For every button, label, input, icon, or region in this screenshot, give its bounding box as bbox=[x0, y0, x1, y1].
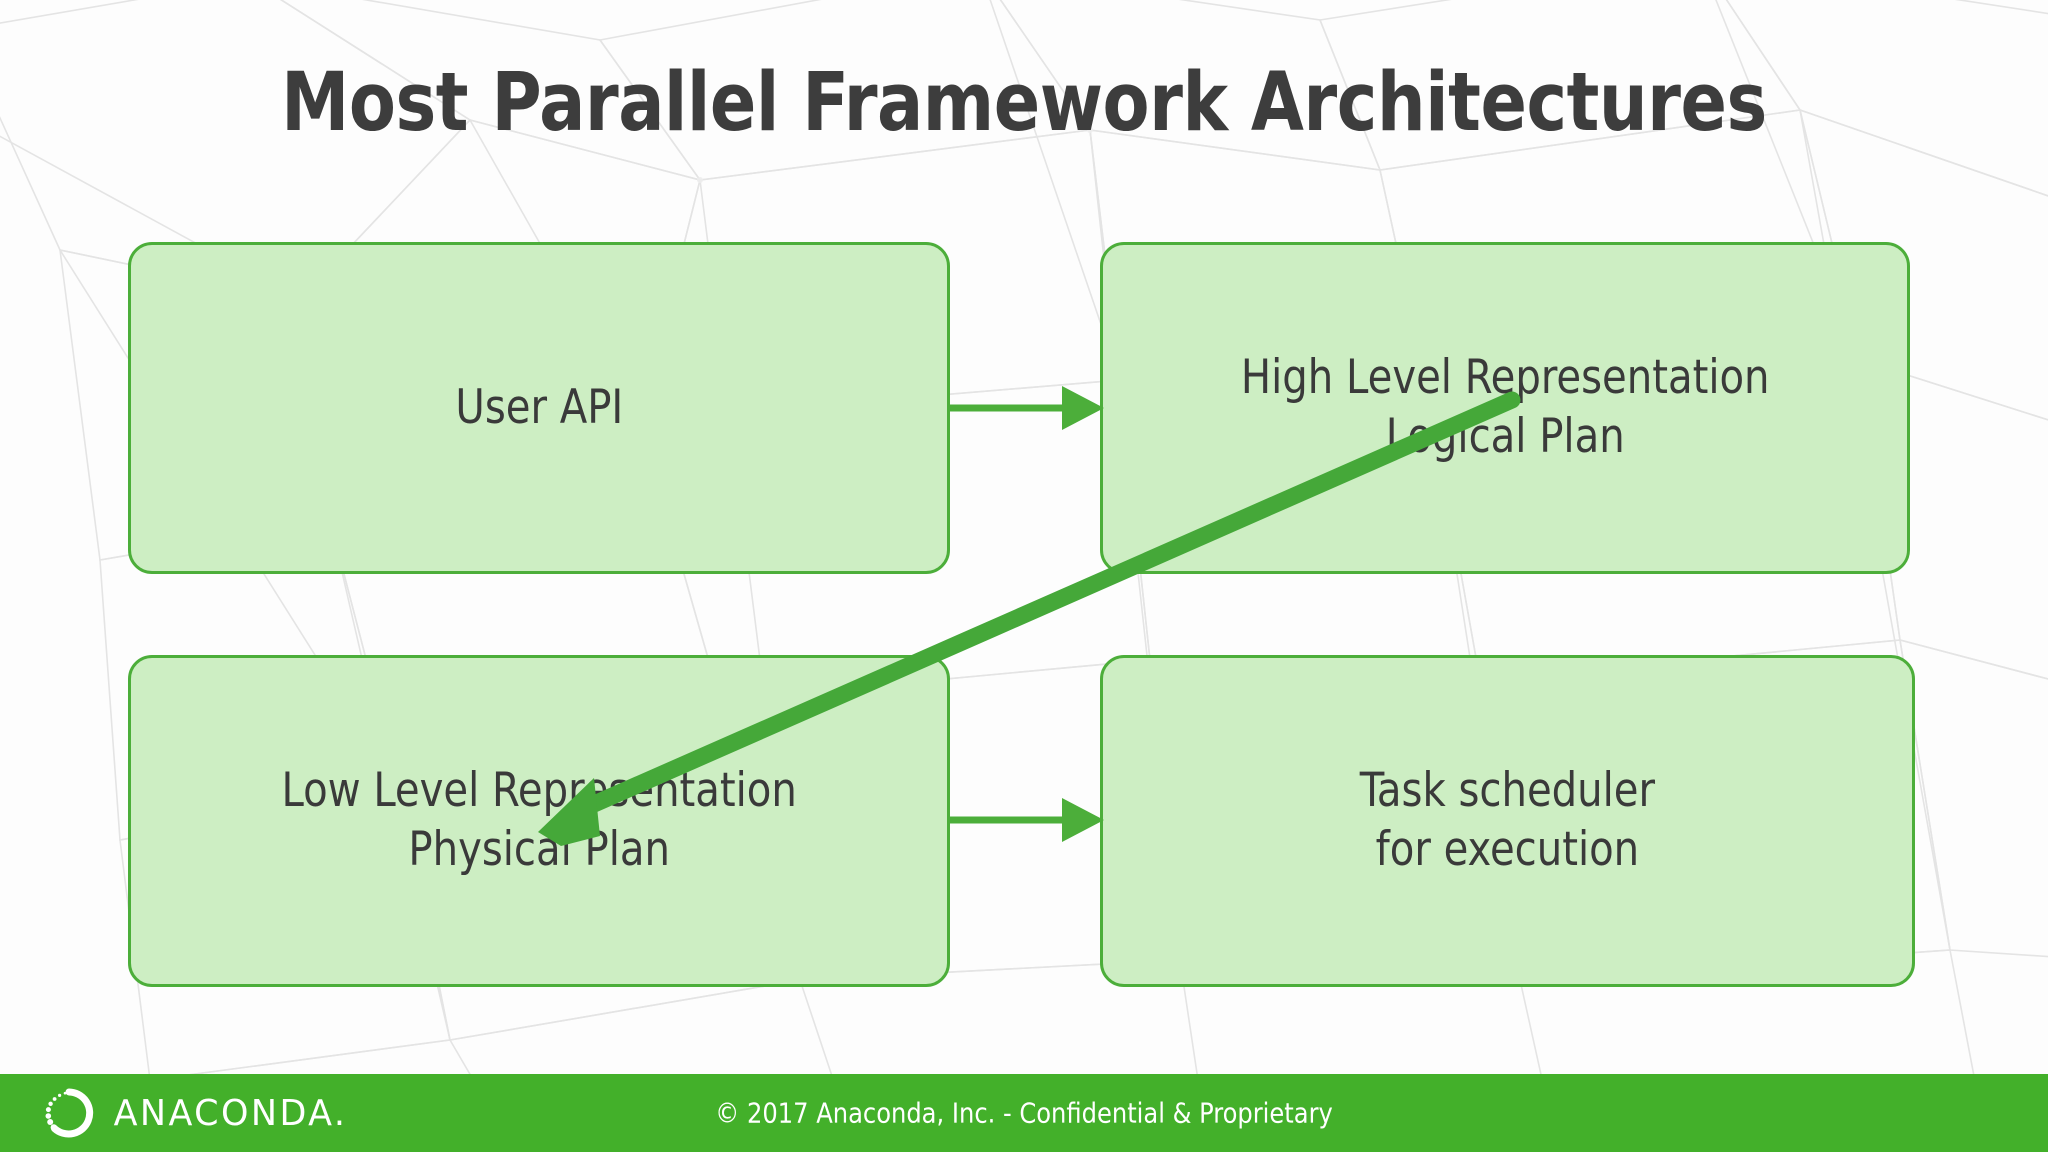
node-box-task-scheduler[interactable]: Task scheduler for execution bbox=[1100, 655, 1915, 987]
node-label-high-level-representation: High Level Representation Logical Plan bbox=[1240, 350, 1770, 464]
node-label-task-scheduler: Task scheduler for execution bbox=[1359, 763, 1656, 877]
node-box-low-level-representation[interactable]: Low Level Representation Physical Plan bbox=[128, 655, 950, 987]
node-label-user-api: User API bbox=[455, 379, 623, 435]
connector-low-level-to-task-scheduler bbox=[950, 798, 1104, 842]
footer-copyright-text: © 2017 Anaconda, Inc. - Confidential & P… bbox=[715, 1096, 1333, 1130]
node-label-low-level-representation: Low Level Representation Physical Plan bbox=[281, 763, 797, 877]
connector-user-api-to-high-level bbox=[950, 386, 1104, 430]
footer-bar: ANACONDA. © 2017 Anaconda, Inc. - Confid… bbox=[0, 1074, 2048, 1152]
node-box-user-api[interactable]: User API bbox=[128, 242, 950, 574]
page-title: Most Parallel Framework Architectures bbox=[281, 56, 1767, 150]
node-box-high-level-representation[interactable]: High Level Representation Logical Plan bbox=[1100, 242, 1910, 574]
